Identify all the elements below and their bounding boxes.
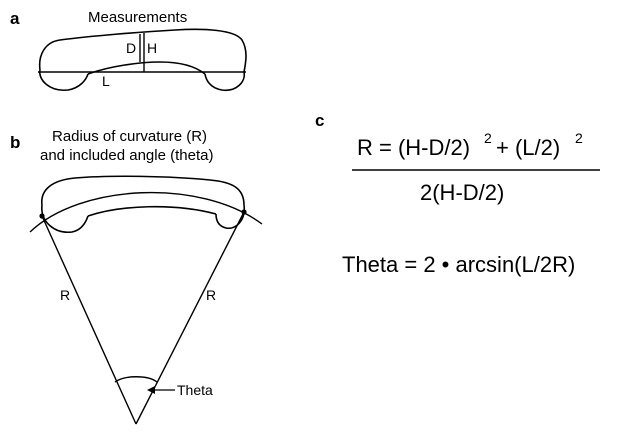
bone-outline-a (38, 28, 247, 92)
label-R-left: R (60, 287, 70, 303)
theta-arrow-head-icon (147, 386, 155, 394)
panel-a-title: Measurements (88, 9, 187, 26)
eq1-lhs: R = (H-D/2) (357, 135, 470, 160)
label-L: L (102, 73, 110, 89)
panel-b-title-line1: Radius of curvature (R) (52, 128, 207, 145)
panel-b-title-line2: and included angle (theta) (40, 147, 213, 164)
theta-angle-arc (114, 376, 158, 383)
eq1-mid: + (L/2) (496, 135, 560, 160)
equation-radius: R = (H-D/2) 2 + (L/2) 2 2(H-D/2) (352, 130, 600, 205)
eq1-exp1: 2 (484, 130, 492, 146)
bone-outline-b (41, 175, 246, 233)
eq1-exp2: 2 (575, 130, 583, 146)
panel-c-letter: c (315, 111, 324, 130)
label-H: H (147, 40, 157, 56)
eq1-denominator: 2(H-D/2) (420, 180, 504, 205)
curvature-arc (29, 191, 263, 233)
radius-line-left (41, 215, 137, 425)
label-R-right: R (206, 287, 216, 303)
label-theta: Theta (177, 382, 213, 398)
equation-theta: Theta = 2 • arcsin(L/2R) (342, 252, 575, 277)
panel-a-letter: a (10, 9, 20, 28)
label-D: D (126, 40, 136, 56)
panel-b-letter: b (10, 133, 20, 152)
